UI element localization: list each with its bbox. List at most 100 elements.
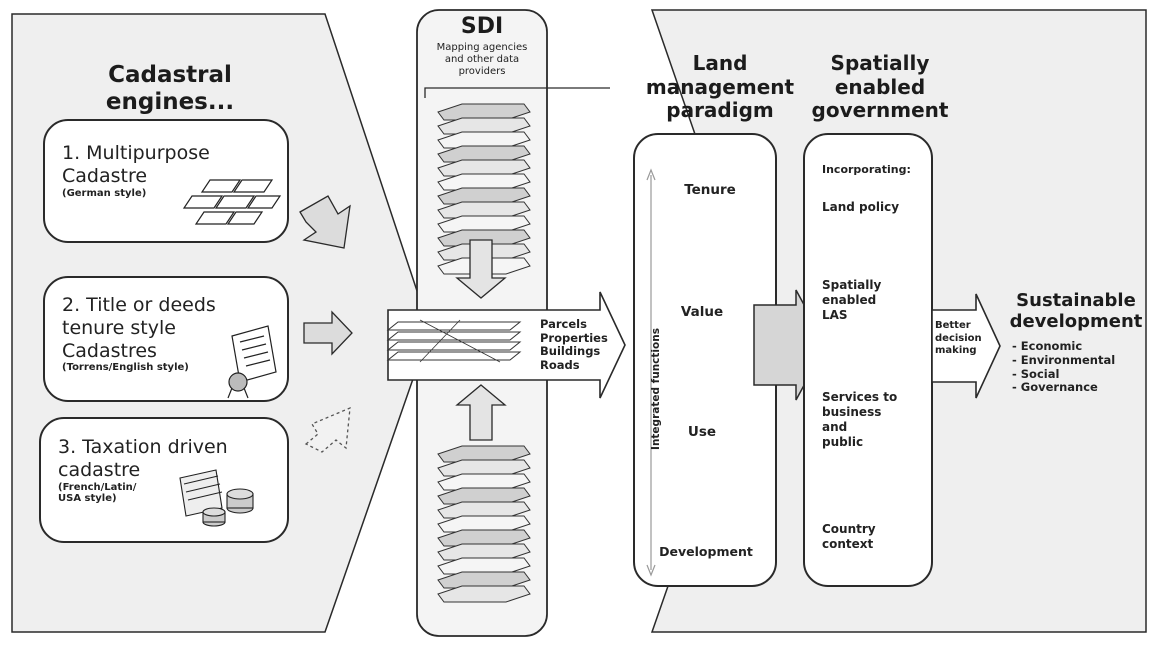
better-decision-arrow (931, 293, 1001, 399)
land-heading-line1: Land (692, 51, 748, 75)
seg-las-line2: enabled (822, 293, 877, 307)
engine-2-note: (Torrens/English style) (62, 362, 189, 374)
upper-map-layer-1 (437, 103, 531, 121)
upper-map-layer-8 (437, 201, 531, 219)
sustainable-development-list: - Economic - Environmental - Social - Go… (1012, 339, 1115, 395)
seg-heading-line2: enabled (834, 74, 926, 99)
lower-map-layer-11 (437, 585, 531, 603)
lower-map-layer-1 (437, 445, 531, 463)
lower-map-layer-7 (437, 529, 531, 547)
sdi-title: SDI (460, 14, 504, 39)
lower-map-layer-10 (437, 571, 531, 589)
sdi-subtitle: Mapping agencies and other data provider… (417, 42, 547, 78)
land-heading-line3: paradigm (666, 98, 774, 123)
lower-map-layer-3 (437, 473, 531, 491)
sd-heading-line1: Sustainable (1016, 290, 1136, 311)
function-value: Value (680, 304, 724, 320)
layer-label-properties: Properties (540, 330, 608, 345)
seg-spatially-enabled-las: Spatially enabled LAS (822, 278, 881, 323)
cadastral-heading-line1: Cadastral (108, 62, 232, 88)
engine-2-box (43, 276, 289, 402)
engine-3-text: 3. Taxation driven cadastre (French/Lati… (58, 436, 228, 504)
seg-las-line3: LAS (822, 308, 848, 322)
lower-map-layer-2 (437, 459, 531, 477)
sd-heading-line2: development (1009, 311, 1143, 333)
function-development: Development (659, 544, 753, 559)
sdi-layer-labels: Parcels Properties Buildings Roads (540, 317, 608, 372)
seg-country-line1: Country (822, 522, 876, 536)
upper-map-layer-3 (437, 131, 531, 149)
engine-2-title-line3: Cadastres (62, 339, 157, 362)
spatially-enabled-government-heading: Spatially enabled government (800, 51, 960, 123)
engine-1-title-line1: 1. Multipurpose (62, 142, 210, 164)
engine-1-arrow (299, 195, 351, 249)
seg-country-line2: context (822, 537, 874, 551)
sdi-subtitle-line1: Mapping agencies (436, 42, 528, 53)
seg-country-context: Country context (822, 522, 876, 552)
layer-label-parcels: Parcels (540, 317, 587, 331)
engine-2-text: 2. Title or deeds tenure style Cadastres… (62, 294, 216, 373)
sd-item-economic: - Economic (1012, 339, 1083, 353)
lower-map-layer-6 (437, 515, 531, 533)
upper-map-layer-10 (437, 229, 531, 247)
engine-3-note-line1: (French/Latin/ (58, 481, 137, 493)
seg-services-line2: business (822, 405, 882, 419)
layer-label-buildings: Buildings (540, 344, 601, 359)
engine-3-arrow (304, 406, 351, 453)
sd-item-social: - Social (1012, 366, 1060, 381)
sustainable-development-heading: Sustainable development (996, 290, 1156, 332)
seg-heading-line1: Spatially (830, 51, 930, 75)
sdi-subtitle-line2: and other data (444, 54, 520, 65)
integrated-functions-label: Integrated functions (650, 328, 662, 450)
engine-2-arrow (303, 310, 353, 356)
upper-map-layer-4 (437, 145, 531, 163)
better-line2: decision (935, 332, 982, 344)
sdi-down-arrow (455, 239, 507, 299)
seg-services: Services to business and public (822, 390, 897, 450)
seg-las-line1: Spatially (822, 278, 882, 292)
upper-map-layer-5 (437, 159, 531, 177)
better-line1: Better (935, 320, 971, 331)
money-stack-icon (179, 469, 254, 527)
engine-2-title-line1: 2. Title or deeds (62, 294, 216, 316)
cadastral-heading-line2: engines... (105, 89, 235, 116)
sdi-connector-line (424, 87, 610, 98)
seg-services-line4: public (822, 435, 864, 449)
engine-3-title-line1: 3. Taxation driven (58, 436, 228, 458)
engine-3-box (39, 417, 289, 543)
seg-heading-line3: government (811, 98, 949, 123)
lower-map-layer-4 (437, 487, 531, 505)
better-line3: making (935, 345, 977, 356)
engine-1-note: (German style) (62, 187, 147, 199)
axis-arrowhead-down (646, 564, 656, 577)
upper-map-layer-7 (437, 187, 531, 205)
deed-certificate-icon (227, 325, 277, 399)
engine-3-note-line2: USA style) (58, 492, 117, 504)
better-decision-label: Better decision making (935, 320, 982, 358)
upper-map-layer-2 (437, 117, 531, 135)
lower-map-layer-5 (437, 501, 531, 519)
cadastral-engines-heading: Cadastral engines... (70, 62, 270, 116)
sd-item-governance: - Governance (1012, 380, 1098, 395)
combined-layers-glyph (386, 319, 522, 363)
land-management-heading: Land management paradigm (640, 51, 800, 123)
parcel-grid-icon (182, 179, 282, 225)
axis-arrowhead-up (646, 168, 656, 181)
land-heading-line2: management (645, 74, 795, 99)
seg-services-line3: and (822, 420, 848, 434)
lower-map-layer-9 (437, 557, 531, 575)
function-use: Use (687, 424, 717, 440)
function-tenure: Tenure (684, 182, 736, 198)
lower-map-layer-8 (437, 543, 531, 561)
upper-map-layer-6 (437, 173, 531, 191)
seg-services-line1: Services to (822, 390, 898, 404)
sdi-subtitle-line3: providers (458, 66, 506, 77)
engine-3-title-line2: cadastre (58, 458, 141, 481)
layer-label-roads: Roads (540, 357, 580, 372)
engine-2-title-line2: tenure style (62, 316, 176, 339)
engine-1-title-line2: Cadastre (62, 164, 148, 187)
seg-incorporating: Incorporating: (822, 163, 911, 176)
engine-1-text: 1. Multipurpose Cadastre (German style) (62, 142, 210, 199)
upper-map-layer-9 (437, 215, 531, 233)
